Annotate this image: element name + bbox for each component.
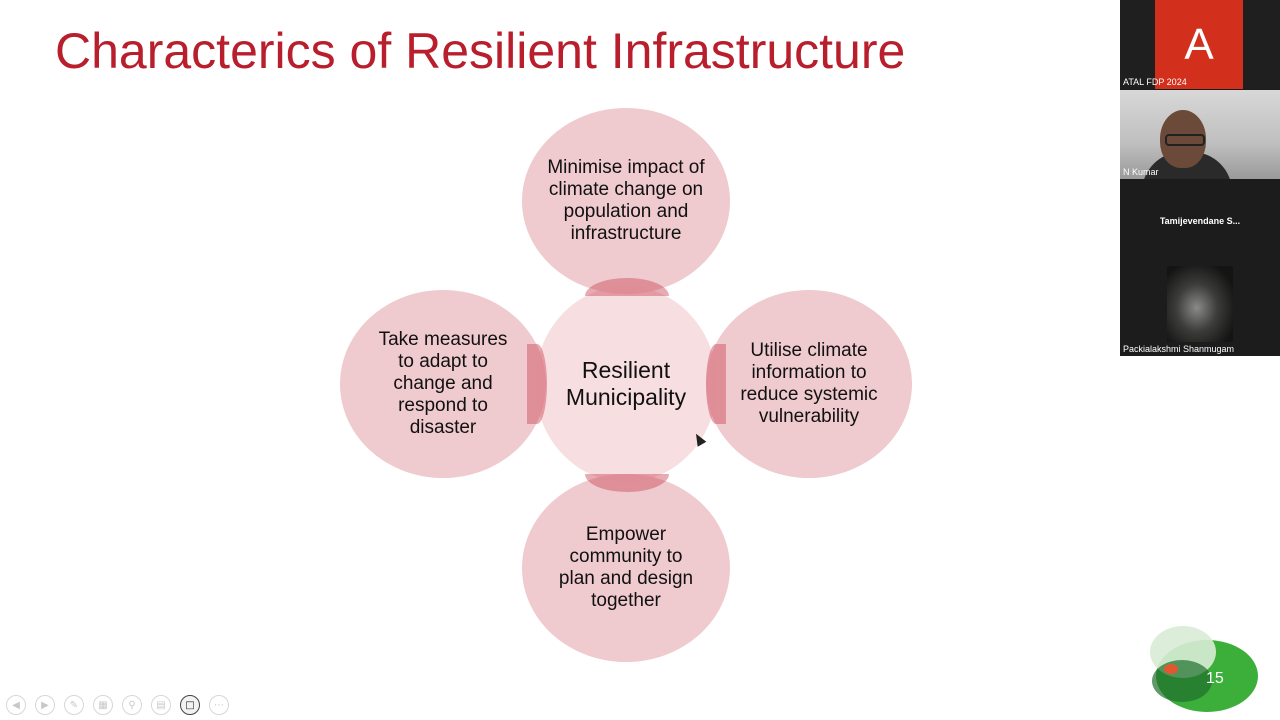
circle-center-text: Resilient Municipality	[565, 357, 687, 410]
presenter-toolbar: ◀ ▶ ✎ ▦ ⚲ ▤ □ ⋯	[6, 694, 229, 716]
video-tile-packialakshmi[interactable]: Packialakshmi Shanmugam	[1120, 266, 1280, 356]
participant-name: Packialakshmi Shanmugam	[1123, 344, 1235, 354]
video-tile-n-kumar[interactable]: N Kumar	[1120, 90, 1280, 179]
circle-right: Utilise climate information to reduce sy…	[706, 290, 912, 478]
circle-top-text: Minimise impact of climate change on pop…	[547, 157, 705, 244]
glasses	[1165, 134, 1205, 146]
participant-name: Tamijevendane S...	[1159, 216, 1241, 226]
slides-icon[interactable]: ▦	[93, 695, 113, 715]
badge-blob-dark	[1152, 660, 1212, 702]
slide-title: Characterics of Resilient Infrastructure	[55, 23, 906, 79]
overlap-bottom	[585, 474, 669, 492]
circle-top: Minimise impact of climate change on pop…	[522, 108, 730, 294]
page-number: 15	[1206, 670, 1224, 687]
overlap-right	[706, 344, 726, 424]
circle-bottom-text: Empower community to plan and design tog…	[558, 524, 694, 611]
video-tile-tamijevendane[interactable]: Tamijevendane S...	[1120, 180, 1280, 266]
avatar: A	[1155, 0, 1243, 89]
zoom-icon[interactable]: ⚲	[122, 695, 142, 715]
video-panel: A ATAL FDP 2024 N Kumar Tamijevendane S.…	[1120, 0, 1280, 356]
participant-name: N Kumar	[1123, 167, 1159, 177]
circle-center: Resilient Municipality	[535, 286, 717, 482]
circle-left: Take measures to adapt to change and res…	[340, 290, 546, 478]
camera-icon[interactable]: □	[180, 695, 200, 715]
prev-icon[interactable]: ◀	[6, 695, 26, 715]
video-tile-atal[interactable]: A ATAL FDP 2024	[1120, 0, 1280, 89]
badge-blob-accent	[1164, 664, 1178, 674]
overlap-top	[585, 278, 669, 296]
subtitles-icon[interactable]: ▤	[151, 695, 171, 715]
circle-right-text: Utilise climate information to reduce sy…	[740, 340, 878, 427]
overlap-left	[527, 344, 547, 424]
pen-icon[interactable]: ✎	[64, 695, 84, 715]
person-head	[1160, 110, 1206, 168]
circle-bottom: Empower community to plan and design tog…	[522, 474, 730, 662]
camera-feed	[1167, 266, 1233, 342]
resilience-diagram: Minimise impact of climate change on pop…	[340, 108, 912, 662]
next-icon[interactable]: ▶	[35, 695, 55, 715]
more-icon[interactable]: ⋯	[209, 695, 229, 715]
page-number-badge: 15	[1146, 626, 1260, 714]
participant-name: ATAL FDP 2024	[1123, 77, 1187, 87]
circle-left-text: Take measures to adapt to change and res…	[378, 329, 508, 438]
